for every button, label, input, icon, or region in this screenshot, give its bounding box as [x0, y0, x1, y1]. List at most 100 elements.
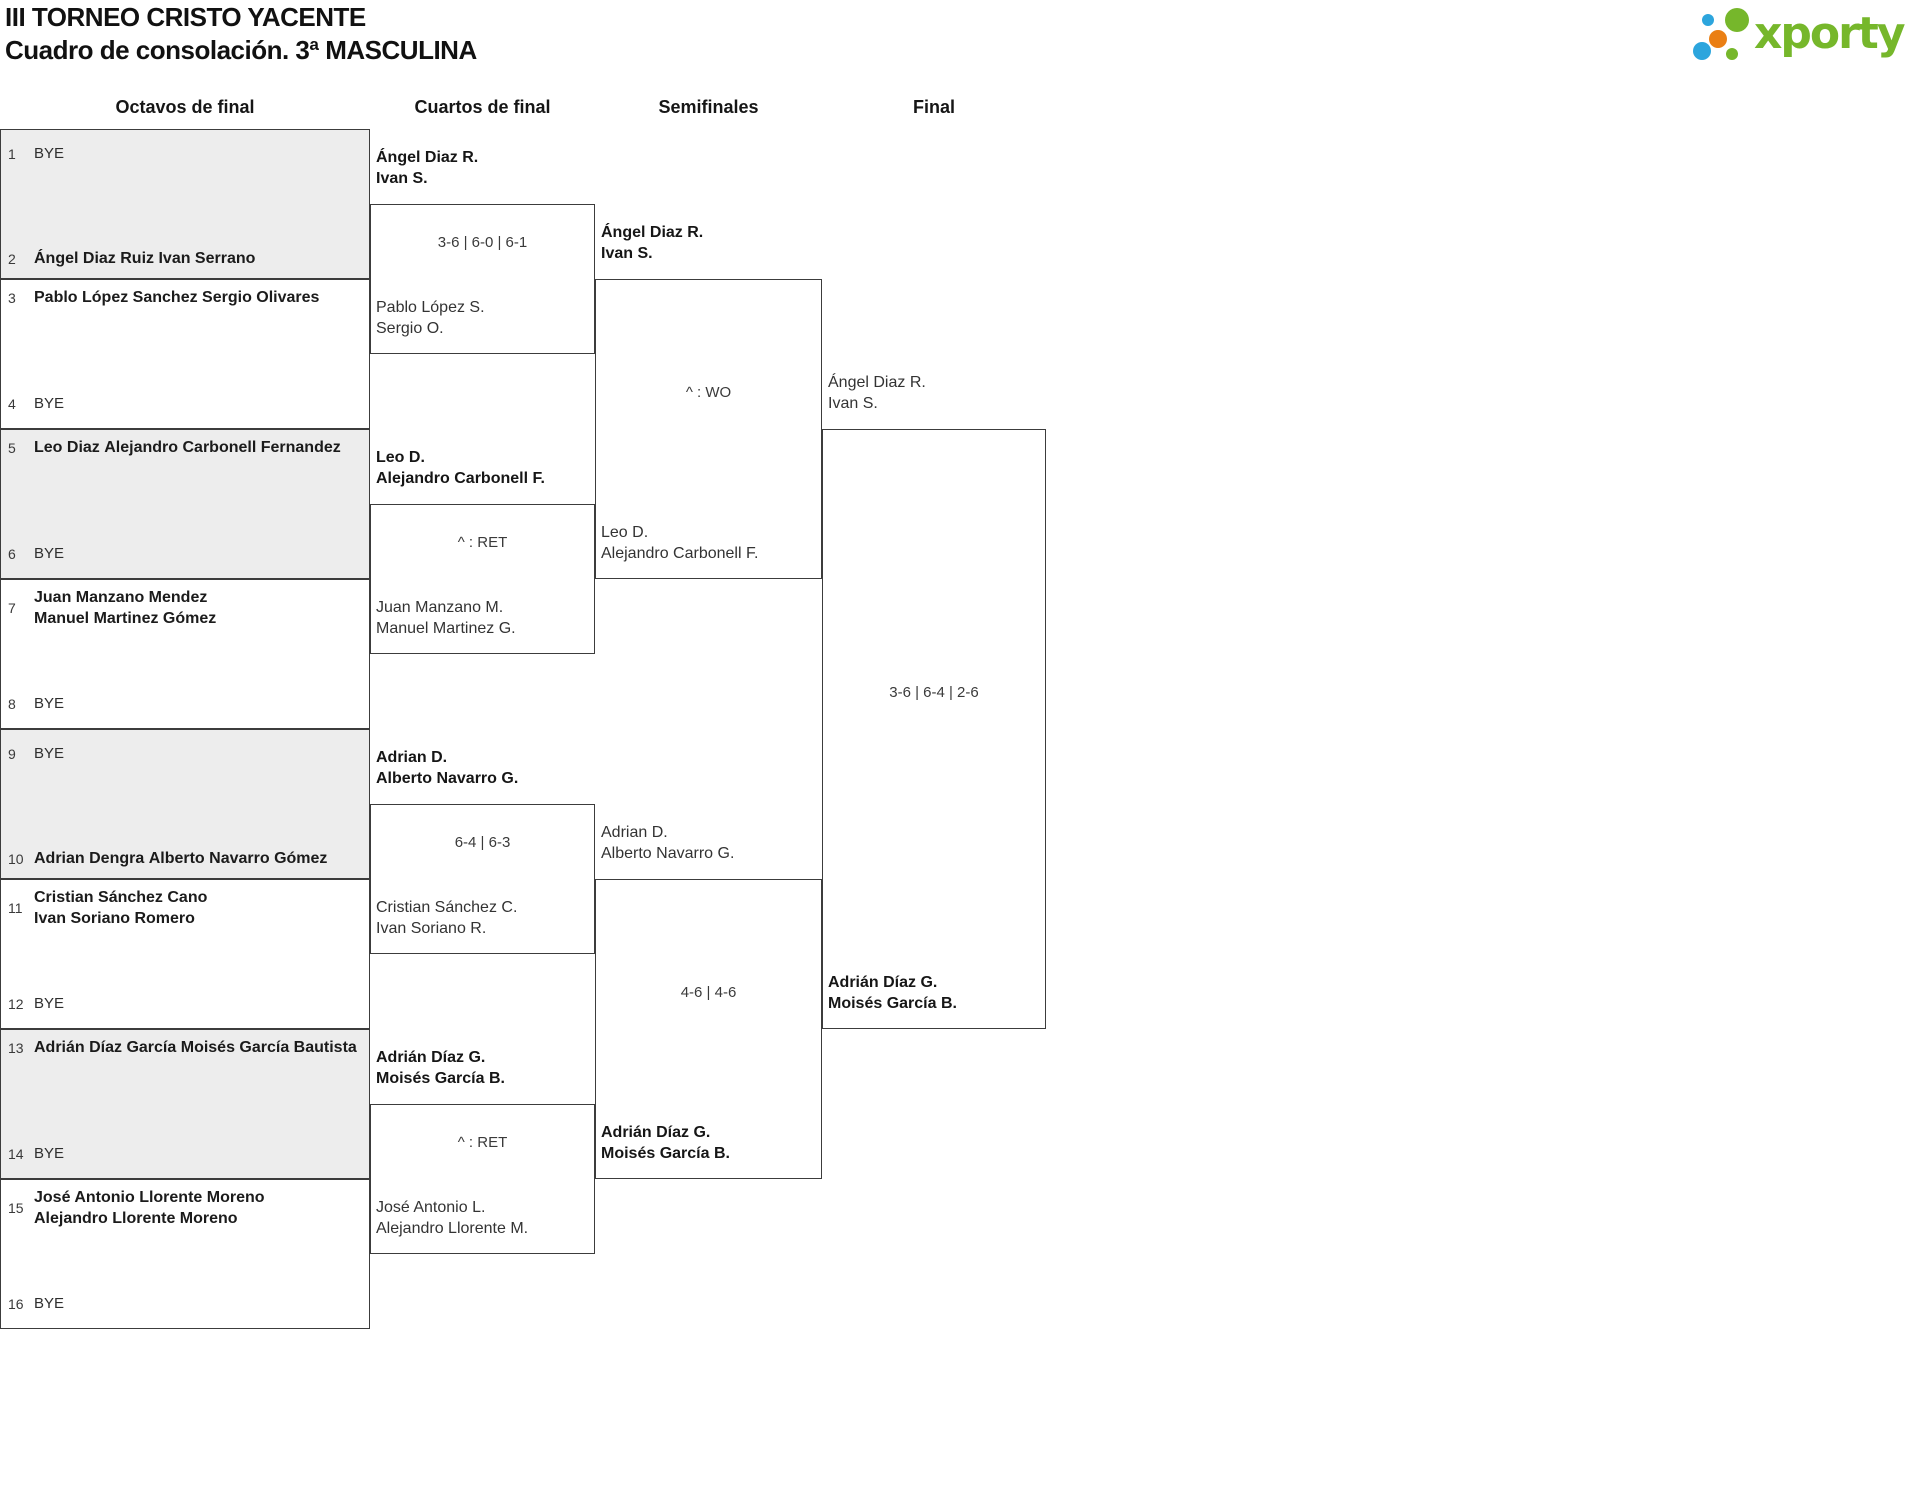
seed-number: 11	[8, 900, 23, 916]
team-name: BYE	[34, 1295, 65, 1312]
qf4-team-bottom: José Antonio L. Alejandro Llorente M.	[376, 1197, 594, 1239]
sf2-team-bottom: Adrián Díaz G. Moisés García B.	[601, 1122, 819, 1164]
team-name: Alberto Navarro Gómez	[148, 850, 328, 867]
r16-slot-seed5: 5 Leo Diaz Alejandro Carbonell Fernandez	[8, 437, 363, 458]
qf2-team-top: Leo D. Alejandro Carbonell F.	[376, 447, 594, 489]
team-name: Sergio O.	[376, 320, 444, 337]
sf-match-2-box	[595, 879, 822, 1179]
sf2-team-top: Adrian D. Alberto Navarro G.	[601, 822, 819, 864]
team-name: Ángel Diaz R.	[828, 374, 926, 391]
team-name: Alberto Navarro G.	[601, 845, 735, 862]
round-header-cuartos: Cuartos de final	[414, 97, 551, 117]
seed-number: 8	[8, 695, 16, 712]
r16-match-3: 5 Leo Diaz Alejandro Carbonell Fernandez…	[0, 429, 370, 579]
final-team-top: Ángel Diaz R. Ivan S.	[828, 372, 1046, 414]
team-name: Ivan S.	[601, 245, 653, 262]
r16-match-6: 11 Cristian Sánchez Cano Ivan Soriano Ro…	[0, 879, 370, 1029]
team-name: BYE	[34, 545, 65, 562]
seed-number: 16	[8, 1295, 24, 1312]
final-match-box	[822, 429, 1046, 1029]
sf1-team-top: Ángel Diaz R. Ivan S.	[601, 222, 819, 264]
seed-number: 9	[8, 745, 16, 762]
team-name: Manuel Martinez G.	[376, 620, 516, 637]
team-name: Adrian D.	[601, 824, 668, 841]
qf3-team-bottom: Cristian Sánchez C. Ivan Soriano R.	[376, 897, 594, 939]
logo-dot-icon	[1709, 30, 1727, 48]
r16-match-2: 3 Pablo López Sanchez Sergio Olivares 4 …	[0, 279, 370, 429]
seed-number: 1	[8, 145, 16, 162]
qf-match-2-box	[370, 504, 595, 654]
seed-number: 10	[8, 850, 24, 867]
final-team-bottom: Adrián Díaz G. Moisés García B.	[828, 972, 1046, 1014]
r16-slot-seed10: 10 Adrian Dengra Alberto Navarro Gómez	[8, 848, 363, 869]
r16-slot-seed14: 14 BYE	[8, 1143, 363, 1164]
seed-number: 5	[8, 439, 16, 456]
r16-slot-seed12: 12 BYE	[8, 993, 363, 1014]
team-name: BYE	[34, 995, 65, 1012]
xporty-logo[interactable]: xporty	[1686, 2, 1914, 68]
team-name: Adrian Dengra	[34, 850, 145, 867]
team-name: José Antonio Llorente Moreno	[34, 1189, 265, 1206]
sf1-team-bottom: Leo D. Alejandro Carbonell F.	[601, 522, 819, 564]
qf4-team-top: Adrián Díaz G. Moisés García B.	[376, 1047, 594, 1089]
qf2-score: ^ : RET	[457, 534, 508, 551]
r16-slot-seed7: 7 Juan Manzano Mendez Manuel Martinez Gó…	[8, 587, 363, 629]
tournament-name: III TORNEO CRISTO YACENTE	[5, 2, 366, 32]
seed-number: 15	[8, 1200, 24, 1216]
team-name: Moisés García B.	[601, 1145, 730, 1162]
seed-number: 12	[8, 995, 24, 1012]
final-score: 3-6 | 6-4 | 2-6	[889, 684, 979, 701]
seed-number: 6	[8, 545, 16, 562]
team-name: Adrián Díaz G.	[601, 1124, 711, 1141]
team-name: BYE	[34, 1145, 65, 1162]
team-name: Juan Manzano Mendez	[34, 589, 208, 606]
team-name: Alejandro Carbonell F.	[376, 470, 545, 487]
qf3-team-top: Adrian D. Alberto Navarro G.	[376, 747, 594, 789]
team-name: Juan Manzano M.	[376, 599, 504, 616]
seed-number: 7	[8, 600, 16, 616]
team-name: Pablo López S.	[376, 299, 485, 316]
sf1-score: ^ : WO	[685, 384, 732, 401]
qf1-score: 3-6 | 6-0 | 6-1	[437, 234, 528, 251]
qf1-team-bottom: Pablo López S. Sergio O.	[376, 297, 594, 339]
team-name: Adrian D.	[376, 749, 448, 766]
round-header-final: Final	[912, 97, 955, 117]
r16-slot-seed6: 6 BYE	[8, 543, 363, 564]
team-name: Ivan S.	[828, 395, 878, 412]
sf2-score: 4-6 | 4-6	[680, 984, 737, 1001]
seed-number: 3	[8, 289, 16, 306]
qf-match-4-box	[370, 1104, 595, 1254]
page-title: III TORNEO CRISTO YACENTE Cuadro de cons…	[5, 1, 477, 67]
team-name: BYE	[34, 695, 65, 712]
team-name: Alberto Navarro G.	[376, 770, 519, 787]
seed-number: 14	[8, 1145, 24, 1162]
team-name: Ángel Diaz R.	[601, 224, 704, 241]
team-name: Ángel Diaz R.	[376, 149, 479, 166]
team-name: Alejandro Llorente M.	[376, 1220, 529, 1237]
qf4-score: ^ : RET	[457, 1134, 508, 1151]
team-name: Ivan S.	[376, 170, 428, 187]
team-name: Pablo López Sanchez	[34, 289, 198, 306]
r16-slot-seed11: 11 Cristian Sánchez Cano Ivan Soriano Ro…	[8, 887, 363, 929]
team-name: Moisés García B.	[828, 995, 957, 1012]
team-name: Ivan Serrano	[158, 250, 256, 267]
team-name: Sergio Olivares	[202, 289, 320, 306]
r16-slot-seed2: 2 Ángel Diaz Ruiz Ivan Serrano	[8, 248, 363, 269]
r16-slot-seed3: 3 Pablo López Sanchez Sergio Olivares	[8, 287, 363, 308]
r16-slot-seed13: 13 Adrián Díaz García Moisés García Baut…	[8, 1037, 363, 1058]
seed-number: 4	[8, 395, 16, 412]
team-name: Leo D.	[376, 449, 425, 466]
qf2-team-bottom: Juan Manzano M. Manuel Martinez G.	[376, 597, 594, 639]
qf3-score: 6-4 | 6-3	[454, 834, 511, 851]
qf-match-1-box	[370, 204, 595, 354]
team-name: Leo Diaz	[34, 439, 100, 456]
round-header-octavos: Octavos de final	[115, 97, 255, 117]
round-header-semifinales: Semifinales	[658, 97, 759, 117]
sf-match-1-box	[595, 279, 822, 579]
team-name: José Antonio L.	[376, 1199, 486, 1216]
r16-slot-seed8: 8 BYE	[8, 693, 363, 714]
team-name: BYE	[34, 145, 65, 162]
r16-slot-seed9: 9 BYE	[8, 743, 363, 764]
team-name: Alejandro Carbonell Fernandez	[104, 439, 341, 456]
